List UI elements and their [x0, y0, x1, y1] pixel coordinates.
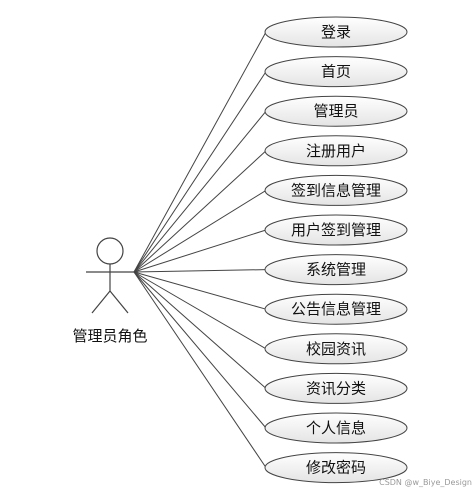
use-case: 资讯分类 — [264, 372, 408, 404]
use-case-label: 用户签到管理 — [291, 221, 381, 239]
association-line — [133, 189, 267, 273]
use-case-label: 个人信息 — [306, 419, 366, 437]
use-case-label: 签到信息管理 — [291, 181, 381, 199]
use-case-ellipse — [264, 56, 408, 88]
use-case-ellipse — [264, 452, 408, 484]
actor-figure — [86, 237, 134, 314]
use-case: 签到信息管理 — [264, 174, 408, 206]
actor-head — [96, 237, 124, 265]
use-case-label: 首页 — [321, 63, 351, 81]
use-case: 公告信息管理 — [264, 293, 408, 325]
association-line — [133, 271, 267, 350]
use-case-label: 校园资讯 — [306, 340, 366, 358]
actor-left-leg — [91, 290, 111, 314]
use-case-ellipse — [264, 372, 408, 404]
association-line — [133, 271, 267, 389]
use-case: 首页 — [264, 56, 408, 88]
use-case-label: 注册用户 — [306, 142, 366, 160]
association-line — [133, 31, 267, 273]
use-case-ellipse — [264, 95, 408, 127]
use-case-label: 登录 — [321, 23, 351, 41]
use-case: 注册用户 — [264, 135, 408, 167]
association-line — [133, 71, 267, 273]
use-case-list: 登录首页管理员注册用户签到信息管理用户签到管理系统管理公告信息管理校园资讯资讯分… — [264, 16, 408, 484]
use-case: 修改密码 — [264, 452, 408, 484]
actor-right-leg — [109, 290, 129, 314]
use-case-label: 系统管理 — [306, 261, 366, 279]
association-line — [133, 229, 267, 273]
use-case-ellipse — [264, 293, 408, 325]
association-line — [133, 271, 267, 310]
use-case-ellipse — [264, 412, 408, 444]
association-line — [133, 271, 267, 468]
watermark: CSDN @w_Biye_Design — [379, 478, 472, 487]
use-case-label: 修改密码 — [306, 459, 366, 477]
use-case: 系统管理 — [264, 254, 408, 286]
use-case-label: 资讯分类 — [306, 379, 366, 397]
association-line — [133, 110, 267, 273]
use-case-ellipse — [264, 254, 408, 286]
use-case-ellipse — [264, 214, 408, 246]
association-line — [133, 269, 267, 273]
use-case-ellipse — [264, 135, 408, 167]
association-line — [133, 271, 267, 429]
use-case: 校园资讯 — [264, 333, 408, 365]
association-line — [133, 150, 267, 273]
use-case: 用户签到管理 — [264, 214, 408, 246]
association-lines — [133, 31, 267, 468]
use-case-ellipse — [264, 174, 408, 206]
use-case: 管理员 — [264, 95, 408, 127]
use-case-label: 管理员 — [313, 102, 358, 120]
use-case-label: 公告信息管理 — [291, 300, 381, 318]
use-case: 个人信息 — [264, 412, 408, 444]
use-case: 登录 — [264, 16, 408, 48]
actor-label: 管理员角色 — [72, 327, 147, 345]
use-case-ellipse — [264, 16, 408, 48]
use-case-ellipse — [264, 333, 408, 365]
